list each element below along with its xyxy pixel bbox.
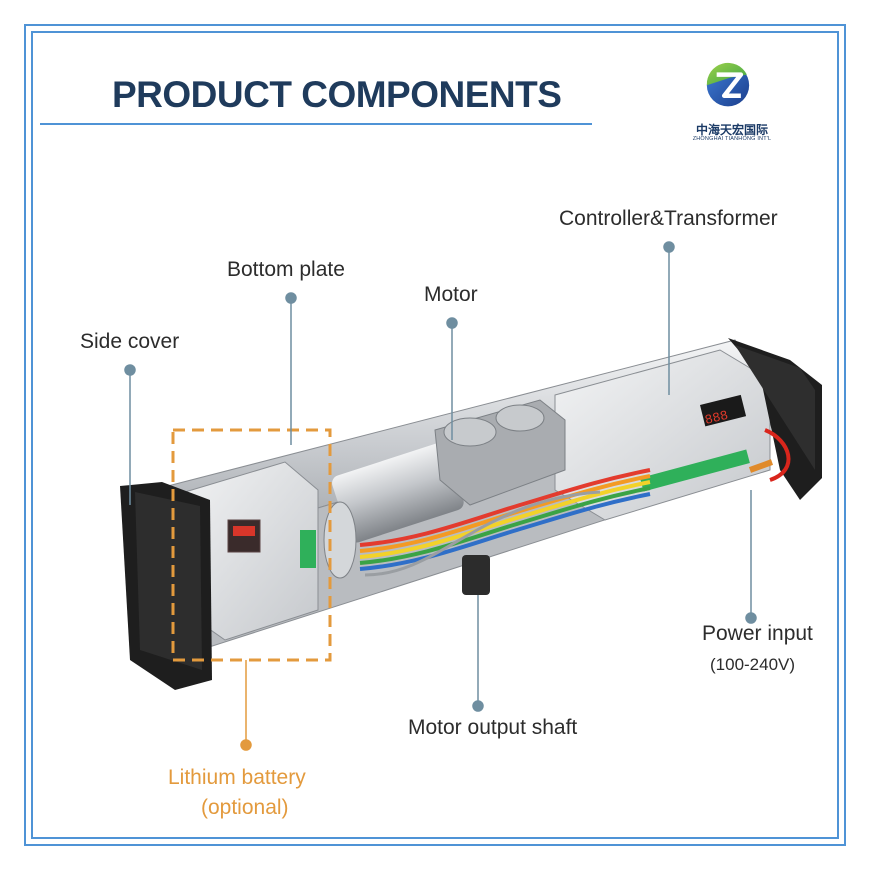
page-title: PRODUCT COMPONENTS [112, 74, 562, 115]
title-underline [40, 123, 592, 125]
label-motor: Motor [424, 283, 478, 306]
label-side-cover: Side cover [80, 330, 180, 353]
svg-text:888: 888 [703, 408, 729, 428]
label-bottom-plate: Bottom plate [227, 258, 345, 281]
logo-text-en: ZHONGHAI TIANHONG INT'L [692, 136, 772, 142]
label-lithium-battery: Lithium battery [168, 766, 306, 789]
label-controller-transformer: Controller&Transformer [559, 207, 778, 230]
label-power-input-spec: (100-240V) [710, 655, 796, 674]
label-lithium-battery-note: (optional) [201, 796, 289, 819]
inner-frame [31, 31, 839, 839]
label-motor-output-shaft: Motor output shaft [408, 716, 578, 739]
outer-frame [24, 24, 846, 846]
label-power-input: Power input [702, 622, 813, 645]
logo-text-cn: 中海天宏国际 [695, 123, 768, 137]
logo-z-icon [706, 62, 750, 107]
